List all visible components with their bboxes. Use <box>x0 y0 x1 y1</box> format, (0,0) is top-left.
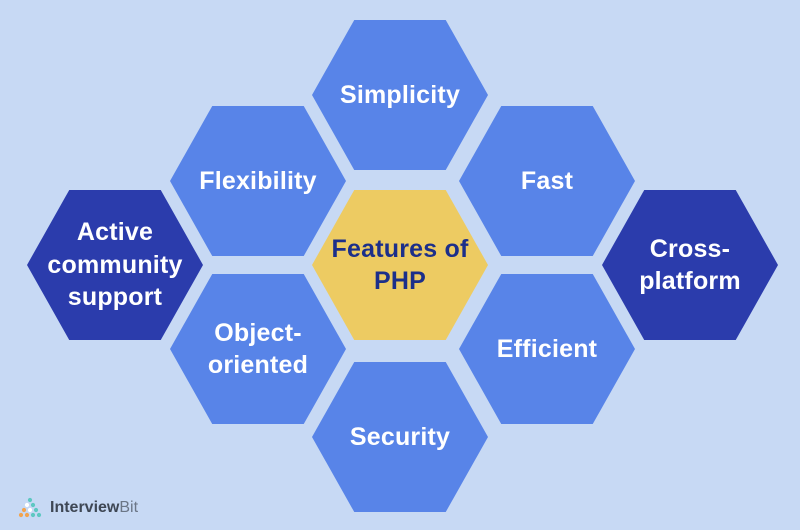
hexagon-flexibility: Flexibility <box>170 106 346 256</box>
hexagon-simplicity: Simplicity <box>312 20 488 170</box>
logo-wordmark: InterviewBit <box>50 499 138 517</box>
hexagon-label: Object- oriented <box>207 318 309 380</box>
hexagon-efficient: Efficient <box>459 274 635 424</box>
hexagon-features-of-php: Features of PHP <box>312 190 488 340</box>
hexagon-label: Fast <box>520 166 574 195</box>
hexagon-label: Features of PHP <box>331 234 469 296</box>
logo-text-interview: Interview <box>50 499 120 516</box>
hexagon-label: Cross- platform <box>639 234 741 296</box>
hexagon-security: Security <box>312 362 488 512</box>
hexagon-object-oriented: Object- oriented <box>170 274 346 424</box>
triangle-dots-logo-icon <box>16 497 44 519</box>
hexagon-label: Simplicity <box>339 80 461 109</box>
logo-text-bit: Bit <box>119 499 139 516</box>
hexagon-fast: Fast <box>459 106 635 256</box>
hexagon-cross-platform: Cross- platform <box>602 190 778 340</box>
hexagon-label: Active community support <box>47 218 183 312</box>
hexagon-label: Efficient <box>496 334 598 363</box>
hexagon-active-community-support: Active community support <box>27 190 203 340</box>
hexagon-label: Security <box>349 422 451 451</box>
hexagon-label: Flexibility <box>199 166 317 195</box>
interviewbit-logo: InterviewBit <box>16 497 138 519</box>
